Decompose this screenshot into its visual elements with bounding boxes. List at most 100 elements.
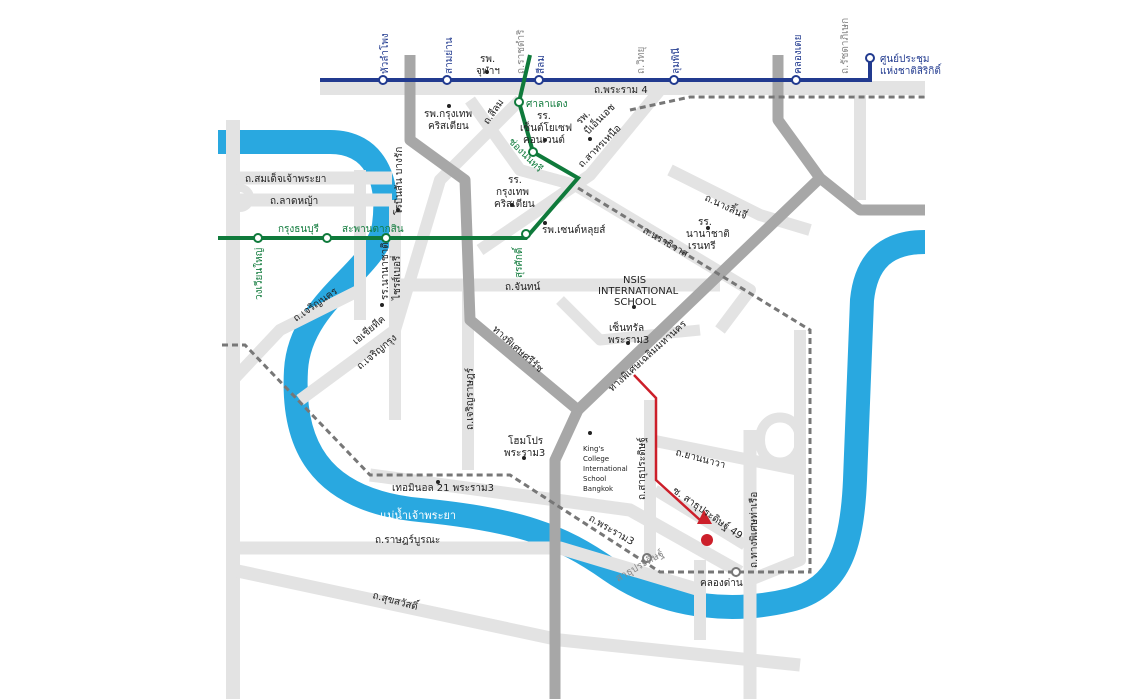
label-nsis-2: INTERNATIONAL [598, 286, 679, 297]
label-robinson: โรบินสัน บางรัก [392, 147, 405, 215]
label-ratchadamri: ถ.ราชดำริ [516, 29, 527, 74]
label-charoen-rat: ถ.เจริญราษฎร์ [464, 367, 476, 430]
expressway-sirat [574, 172, 925, 414]
rail-port-diagonal [218, 186, 812, 574]
road-silom [465, 96, 577, 191]
label-bkk-christian-hosp-1: รพ.กรุงเทพ [424, 109, 472, 120]
label-bcc-3: คริสเตียน [494, 198, 535, 210]
road-east-loop [747, 330, 806, 586]
label-chan: ถ.จันทน์ [505, 281, 541, 293]
expressway-chaloem [404, 55, 584, 699]
blue-line-gray-labels: ถ.ราชดำริ ถ.วิทยุ ถ.รัชดาภิเษก [516, 18, 851, 74]
label-ratchadaphisek: ถ.รัชดาภิเษก [840, 18, 851, 74]
rail-lines [218, 95, 925, 574]
label-surasak: สุรศักดิ์ [511, 246, 525, 278]
station-surasak [521, 229, 531, 239]
label-qsncc-1: ศูนย์ประชุม [880, 53, 930, 65]
station-hua-lamphong [378, 75, 388, 85]
label-khlong-toei: คลองเตย [793, 35, 804, 74]
label-nanachati-3: เรนทรี [688, 240, 716, 252]
label-lumphini: ลุมพินี [670, 48, 682, 74]
chao-phraya-river [218, 130, 926, 619]
poi-dots [380, 70, 710, 484]
label-wongwian-yai: วงเวียนใหญ่ [253, 248, 265, 300]
label-bkk-christian-hosp-2: คริสเตียน [428, 120, 469, 132]
station-sam-yan [442, 75, 452, 85]
label-rat-burana: ถ.ราษฎร์บูรณะ [375, 534, 440, 546]
label-nsis-1: NSIS [623, 275, 646, 286]
road-rama3 [369, 468, 744, 578]
expressway-sirat-north [772, 55, 825, 182]
expressway-network [404, 55, 925, 699]
label-nanachati-2: นานาชาติ [686, 229, 730, 240]
road-sathorn [476, 86, 665, 255]
station-saphan-taksin [381, 233, 391, 243]
label-river: แม่น้ำเจ้าพระยา [380, 507, 456, 522]
label-shrewsbury-1: รร.นานาชาติ [380, 242, 391, 300]
route-to-project [633, 374, 713, 546]
road-soi-49 [652, 485, 748, 550]
station-chong-nonsi [528, 147, 538, 157]
road-narathiwat [571, 179, 756, 334]
label-sam-yan: สามย่าน [444, 37, 455, 74]
label-chula-1: รพ. [480, 54, 495, 65]
label-nanachati-1: รร. [698, 217, 712, 228]
road-charoen-nakhon [228, 284, 363, 385]
road-charoen-krung [296, 95, 525, 405]
label-kings-3: International [583, 465, 628, 473]
label-kings-5: Bangkok [583, 485, 614, 493]
label-lat-ya: ถ.ลาดหญ้า [270, 195, 318, 207]
station-khlong-dan [731, 567, 741, 577]
label-st-joseph-2: เซ็นต์โยเซฟ [520, 120, 572, 134]
station-sala-daeng [514, 97, 524, 107]
label-somdet: ถ.สมเด็จเจ้าพระยา [245, 171, 326, 185]
blue-line [320, 53, 875, 85]
station-silom [534, 75, 544, 85]
label-chula-2: จุฬาฯ [476, 65, 500, 77]
label-hua-lamphong: หัวลำโพง [378, 33, 391, 74]
green-line [218, 54, 582, 243]
poi-labels: รพ. จุฬาฯ รพ.กรุงเทพ คริสเตียน รร. เซ็นต… [380, 54, 730, 494]
label-st-louis: รพ.เซนต์หลุยส์ [542, 224, 605, 236]
road-network [226, 81, 925, 699]
label-sathu-pradit-road: ถ.สาธุประดิษฐ์ [636, 437, 648, 500]
label-home-pro-1: โฮมโปร [508, 434, 544, 447]
arrow-icon [697, 510, 712, 524]
station-krung-thon-buri [322, 233, 332, 243]
roundabout [226, 184, 254, 212]
label-bcc-1: รร. [508, 175, 522, 186]
station-sathu-pradit [642, 553, 652, 563]
label-rama4: ถ.พระราม 4 [594, 85, 648, 96]
station-khlong-toei [791, 75, 801, 85]
label-home-pro-2: พระราม3 [504, 448, 545, 459]
label-nsis-3: SCHOOL [614, 297, 657, 308]
label-krung-thon-buri: กรุงธนบุรี [278, 223, 320, 235]
station-qsncc [865, 53, 875, 63]
blue-line-labels: หัวลำโพง สามย่าน สีลม ลุมพินี คลองเตย ศู… [378, 33, 942, 77]
label-kings-4: School [583, 475, 606, 483]
label-silom-stn: สีลม [535, 55, 547, 74]
road-ring [755, 412, 805, 468]
label-expressway-port: ถ.ทางพิเศษท่าเรือ [748, 492, 760, 568]
road-nang-linchi [667, 164, 812, 236]
label-kings-2: College [583, 455, 609, 463]
label-terminal21: เทอมินอล 21 พระราม3 [392, 483, 494, 494]
label-khlong-dan: คลองด่าน [700, 578, 743, 589]
label-st-joseph-1: รร. [537, 111, 551, 122]
road-central-diagonal [556, 296, 701, 346]
station-lumphini [669, 75, 679, 85]
label-central-2: พระราม3 [608, 335, 649, 346]
label-sala-daeng: ศาลาแดง [526, 99, 568, 110]
label-qsncc-2: แห่งชาติสิริกิติ์ [880, 63, 942, 77]
label-central-1: เซ็นทรัล [609, 320, 644, 334]
station-wongwian-yai [253, 233, 263, 243]
label-shrewsbury-2: ไชรส์เบอรี่ [389, 255, 403, 301]
label-st-joseph-3: คอนเวนต์ [523, 134, 565, 146]
label-saphan-taksin: สะพานตากสิน [342, 224, 404, 235]
label-bcc-2: กรุงเทพ [496, 187, 529, 198]
project-location-marker [701, 534, 713, 546]
label-witthayu: ถ.วิทยุ [636, 47, 647, 74]
label-kings-1: King's [583, 445, 604, 453]
rail-port-north [629, 95, 925, 112]
